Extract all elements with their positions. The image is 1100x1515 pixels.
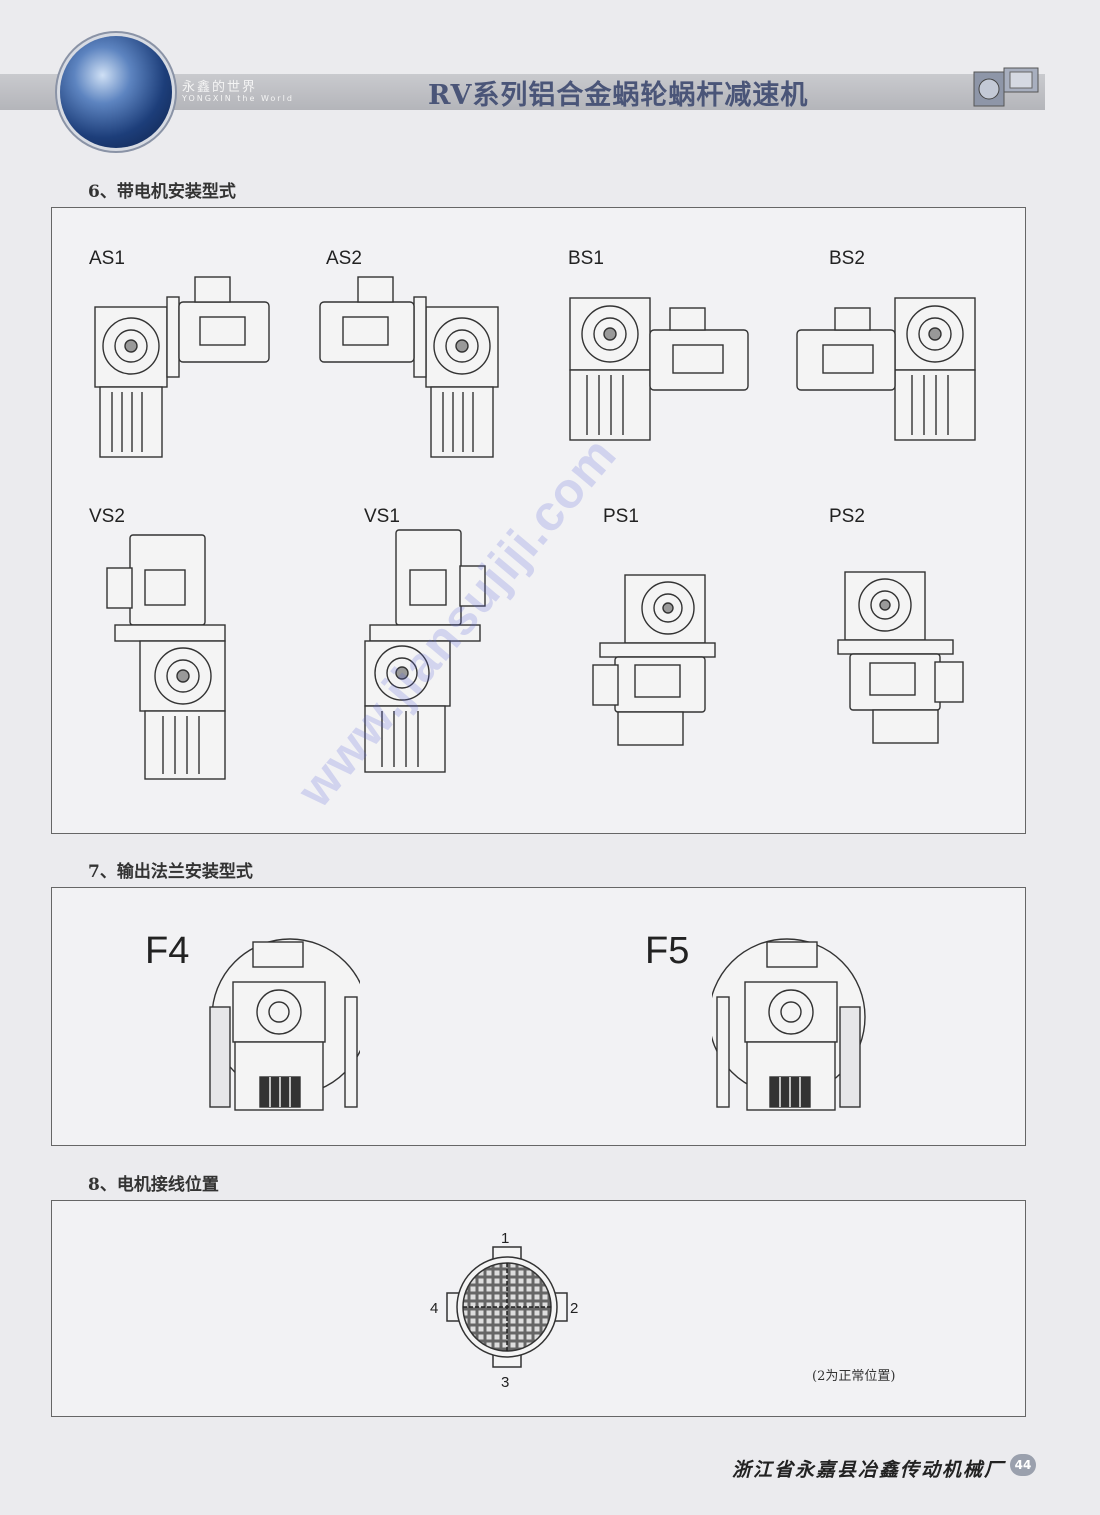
flange-label-f5: F5 bbox=[645, 930, 690, 972]
footer-company: 浙江省永嘉县冶鑫传动机械厂 bbox=[732, 1459, 1006, 1481]
header-band bbox=[0, 74, 1045, 110]
section-8-title: 8、电机接线位置 bbox=[88, 1175, 219, 1195]
mount-label-ps1: PS1 bbox=[603, 506, 639, 527]
page-number: 44 bbox=[1010, 1454, 1036, 1476]
diagram-f4 bbox=[209, 938, 360, 1111]
diagram-as1 bbox=[94, 276, 270, 458]
terminal-position-4: 4 bbox=[430, 1300, 439, 1317]
mount-label-as2: AS2 bbox=[326, 248, 362, 269]
flange-label-f4: F4 bbox=[145, 930, 190, 972]
terminal-position-3: 3 bbox=[501, 1374, 510, 1391]
brand-name-en: YONGXIN the World bbox=[182, 94, 294, 103]
section-6-title: 6、带电机安装型式 bbox=[88, 182, 236, 202]
diagram-f5 bbox=[712, 938, 866, 1111]
diagram-ps2 bbox=[837, 571, 964, 744]
diagram-bs2 bbox=[796, 297, 976, 441]
diagram-vs2 bbox=[106, 534, 226, 780]
terminal-position-2: 2 bbox=[570, 1300, 579, 1317]
mount-label-ps2: PS2 bbox=[829, 506, 865, 527]
diagram-as2 bbox=[319, 276, 499, 458]
section-7-box bbox=[51, 887, 1026, 1146]
mount-label-vs1: VS1 bbox=[364, 506, 400, 527]
diagram-vs1 bbox=[364, 529, 486, 773]
document-title: RV系列铝合金蜗轮蜗杆减速机 bbox=[428, 80, 809, 111]
diagram-ps1 bbox=[592, 574, 716, 746]
reducer-photo-icon bbox=[973, 67, 1039, 107]
diagram-bs1 bbox=[569, 297, 749, 441]
mount-label-as1: AS1 bbox=[89, 248, 125, 269]
mount-label-bs2: BS2 bbox=[829, 248, 865, 269]
mount-label-vs2: VS2 bbox=[89, 506, 125, 527]
section-7-title: 7、输出法兰安装型式 bbox=[88, 862, 253, 882]
terminal-position-1: 1 bbox=[501, 1230, 510, 1247]
mount-label-bs1: BS1 bbox=[568, 248, 604, 269]
normal-position-note: (2为正常位置) bbox=[812, 1369, 896, 1384]
terminal-position-diagram bbox=[446, 1246, 568, 1368]
brand-name-cn: 永鑫的世界 bbox=[182, 80, 258, 95]
globe-logo-icon bbox=[60, 36, 172, 148]
